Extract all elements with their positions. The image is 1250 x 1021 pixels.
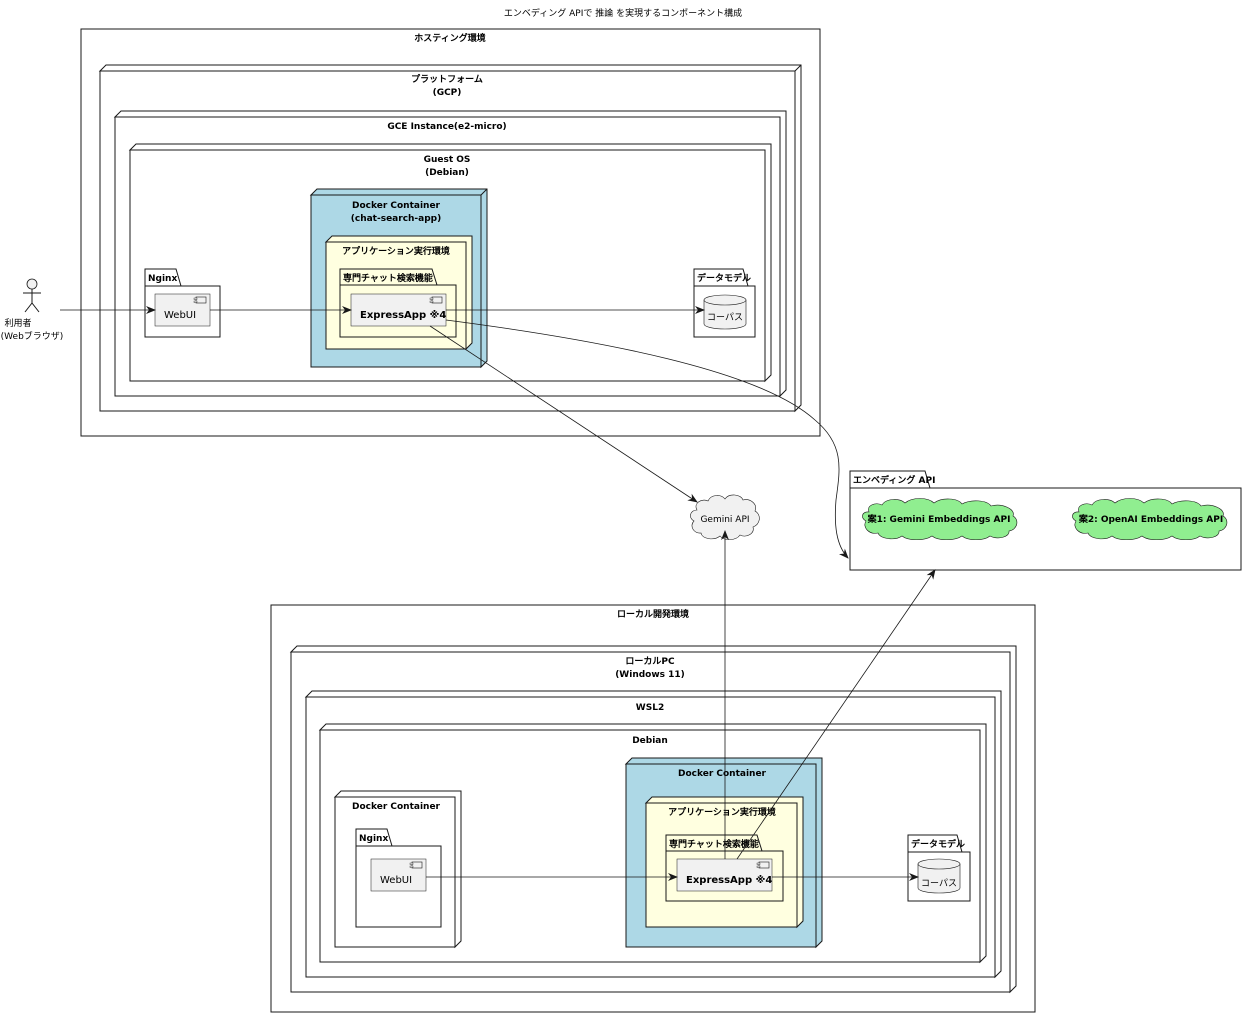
user-label: 利用者 [4, 317, 31, 329]
local-pc-sublabel: (Windows 11) [615, 670, 685, 680]
hosting-webui-label: WebUI [164, 310, 196, 321]
user-actor: 利用者 (Webブラウザ) [1, 278, 64, 342]
hosting-datamodel-package: データモデル コーパス [693, 268, 756, 338]
edge-expressapp-to-embedding-api [445, 319, 849, 559]
local-expressapp-component: ExpressApp ※4 [676, 858, 772, 892]
component-icon [431, 296, 443, 304]
gemini-api-label: Gemini API [700, 515, 749, 525]
hosting-datamodel-label: データモデル [697, 272, 751, 284]
diagram-title: エンベディング APIで 推論 を実現するコンポーネント構成 [504, 7, 742, 19]
hosting-feature-label: 専門チャット検索機能 [343, 272, 433, 284]
local-pc-label: ローカルPC [625, 656, 675, 667]
component-icon [758, 861, 770, 869]
edge-expressapp-to-gemini [429, 325, 698, 503]
local-docker-nginx-label: Docker Container [352, 802, 441, 812]
local-webui-label: WebUI [380, 875, 412, 886]
wsl2-label: WSL2 [636, 703, 664, 713]
hosting-nginx-package: Nginx WebUI [144, 268, 221, 338]
gce-instance-label: GCE Instance(e2-micro) [387, 122, 506, 132]
user-sublabel: (Webブラウザ) [1, 330, 64, 342]
local-datamodel-package: データモデル コーパス [907, 834, 971, 902]
component-icon [411, 861, 423, 869]
connectors [60, 306, 936, 881]
platform-sublabel: (GCP) [433, 88, 462, 98]
embedding-option1-label: 案1: Gemini Embeddings API [867, 513, 1011, 525]
hosting-expressapp-label: ExpressApp ※4 [360, 309, 446, 321]
local-runtime-label: アプリケーション実行環境 [668, 806, 776, 818]
hosting-label: ホスティング環境 [414, 32, 485, 44]
local-datamodel-label: データモデル [911, 838, 965, 850]
local-docker-app-label: Docker Container [678, 769, 767, 779]
local-label: ローカル開発環境 [617, 608, 689, 620]
hosting-corpus-database: コーパス [703, 294, 747, 330]
person-icon [26, 278, 38, 290]
embedding-option1-cloud: 案1: Gemini Embeddings API [862, 498, 1018, 541]
component-icon [195, 296, 207, 304]
local-feature-label: 専門チャット検索機能 [669, 838, 759, 850]
guest-os-label: Guest OS [424, 155, 471, 165]
guest-os-sublabel: (Debian) [425, 168, 469, 178]
edge-local-expressapp-to-embedding-api [736, 569, 936, 860]
embedding-option2-label: 案2: OpenAI Embeddings API [1078, 513, 1223, 525]
platform-label: プラットフォーム [411, 73, 483, 85]
hosting-runtime-label: アプリケーション実行環境 [342, 245, 450, 257]
hosting-nginx-label: Nginx [148, 274, 177, 284]
hosting-expressapp-component: ExpressApp ※4 [350, 293, 446, 327]
hosting-corpus-label: コーパス [707, 312, 743, 323]
embedding-api-package: エンベディング API 案1: Gemini Embeddings API 案2… [849, 470, 1242, 571]
local-nginx-label: Nginx [359, 834, 388, 844]
hosting-docker-label: Docker Container [352, 201, 441, 211]
embedding-option2-cloud: 案2: OpenAI Embeddings API [1072, 498, 1228, 541]
hosting-docker-sublabel: (chat-search-app) [351, 214, 442, 224]
local-corpus-label: コーパス [921, 878, 957, 889]
local-nginx-package: Nginx WebUI [355, 828, 442, 928]
local-expressapp-label: ExpressApp ※4 [686, 874, 772, 886]
embedding-api-label: エンベディング API [853, 474, 935, 486]
gemini-api-cloud: Gemini API [690, 494, 760, 540]
local-corpus-database: コーパス [917, 858, 961, 894]
local-debian-label: Debian [632, 736, 668, 746]
